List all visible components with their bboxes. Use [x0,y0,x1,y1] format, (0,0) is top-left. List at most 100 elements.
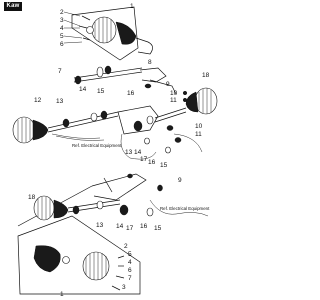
part-number: 1 [60,291,64,298]
part-number: 17 [126,225,134,232]
lower-washer-b [157,184,163,192]
left-lens [12,116,36,144]
part-number: 3 [60,17,64,24]
part-number: 16 [140,223,148,230]
left-signal [12,110,119,144]
bottom-screw-4 [111,285,121,291]
part-number: 5 [60,33,64,40]
bottom-bulb [62,256,70,264]
stalk-bracket-upper [139,67,167,83]
clamp-ring-1 [133,120,143,132]
left-grommet [100,110,108,120]
part-number: 4 [60,25,64,32]
stalk-washer-2 [96,66,104,78]
part-number: 18 [28,194,36,201]
lower-grommet [119,204,129,216]
part-number: 17 [140,156,148,163]
stalk-bracket-bar [149,79,177,95]
reference-note: Ref. Electrical Equipment [160,206,210,211]
part-number: 10 [170,90,178,97]
right-housing-upper [185,91,199,113]
part-number: 9 [166,81,170,88]
top-signal-assembly [63,6,153,61]
bottom-screw-3 [115,275,125,279]
bottom-lens-ribs [85,252,107,280]
lower-left-washer [72,205,80,215]
brand-logo: Kaw [4,2,22,11]
part-number: 5 [128,251,132,258]
left-housing [32,119,49,141]
right-stalk-upper [154,107,187,119]
part-number: 12 [34,97,42,104]
bottom-frame [17,215,141,295]
left-wire [51,133,101,139]
right-lens-upper-ribs [198,88,212,114]
lower-left-signal [17,185,121,227]
part-number: 13 [56,98,64,105]
clamp-wire-right [173,133,203,153]
part-number: 4 [128,259,132,266]
upper-mount-nut [144,83,152,89]
top-screw-3 [82,37,91,41]
part-number: 11 [170,97,177,104]
top-lens-ribs [94,17,112,43]
top-leader-lines [63,11,83,44]
part-number: 2 [124,243,128,250]
part-number: 8 [148,59,152,66]
part-number: 7 [58,68,62,75]
part-number: 9 [178,177,182,184]
part-number: 13 [96,222,104,229]
top-screw-2 [78,25,88,29]
right-signal-upper [154,87,218,123]
part-number: 15 [154,225,162,232]
part-number: 6 [128,267,132,274]
clamp-body [117,105,159,135]
bottom-lens [82,251,110,281]
lower-bracket-bar [91,173,147,201]
stalk-washer-1 [74,75,82,85]
lower-left-lens-ribs [37,197,51,219]
part-number: 3 [122,284,126,291]
right-screw-upper-2 [182,97,188,103]
bottom-screw-1 [117,255,125,259]
part-number: 16 [148,159,156,166]
part-number: 15 [97,88,105,95]
lower-wire [149,199,209,217]
lower-bracket [91,173,209,217]
part-labels: 1 2 3 4 5 6 7 9 8 10 11 18 12 13 14 15 1… [28,3,210,298]
part-number: 1 [130,3,134,10]
clamp-wire [120,133,157,160]
top-housing-body [115,21,137,45]
left-wire-2 [55,135,105,141]
right-screw-upper-1 [182,90,188,96]
part-number: 2 [60,9,64,16]
exploded-parts-diagram: 1 2 3 4 5 6 7 9 8 10 11 18 12 13 14 15 1… [12,3,218,298]
lower-left-housing [53,199,69,219]
left-washer-2 [90,112,98,122]
top-lens [91,16,117,44]
clamp-washer-4 [165,146,171,154]
upper-stalk [73,65,177,95]
left-stalk [47,111,119,129]
part-number: 14 [134,149,142,156]
stalk-grommet [104,65,112,75]
top-screw-1 [81,15,91,21]
clamp-washer-3 [144,137,150,145]
part-number: 11 [195,131,202,138]
part-number: 16 [127,90,135,97]
bottom-signal-assembly [17,215,141,295]
part-number: 13 [125,149,133,156]
part-number: 18 [202,72,210,79]
part-number: 7 [128,275,132,282]
clamp-nut-2 [174,137,182,143]
left-lens-ribs [17,118,31,142]
lower-bracket-bolt [127,173,133,179]
clamp-nut-1 [166,125,174,131]
part-number: 10 [195,123,203,130]
right-lens-upper [194,87,218,115]
part-number: 14 [79,86,87,93]
part-number: 15 [160,162,168,169]
clamp-ring-2 [146,115,154,125]
left-washer-1 [62,118,70,128]
lower-left-washer-2 [96,200,104,210]
